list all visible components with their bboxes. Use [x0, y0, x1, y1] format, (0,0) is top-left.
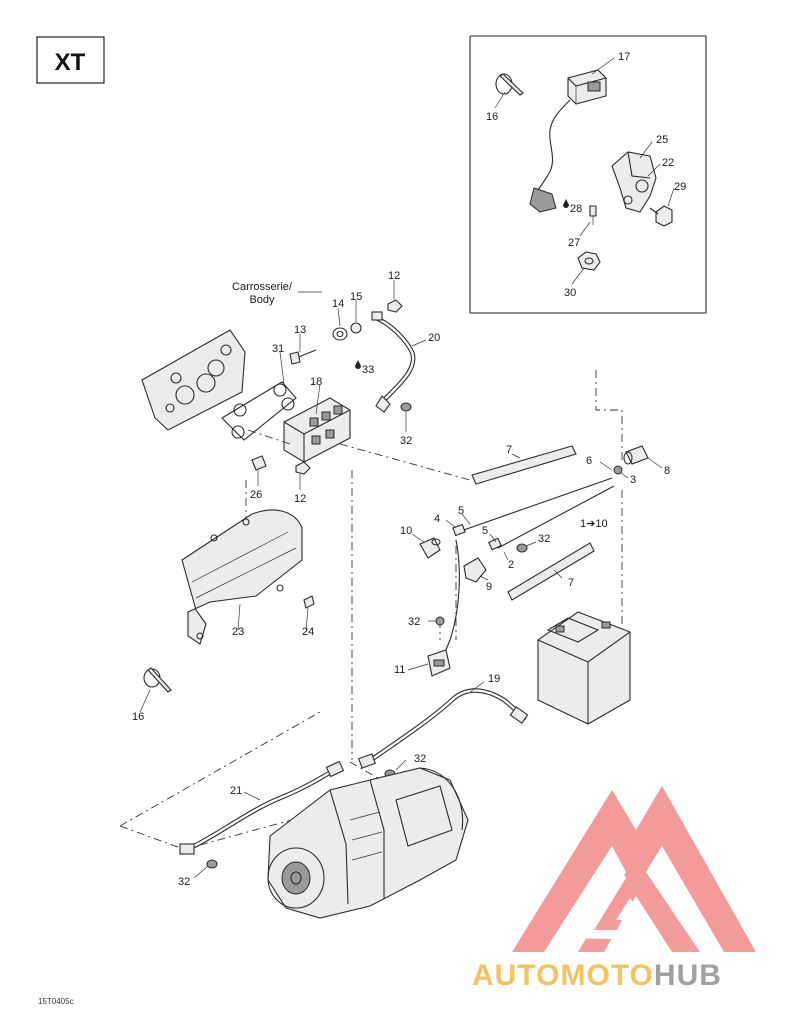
- callout-22: 22: [662, 157, 674, 169]
- nut-32-top: [400, 402, 412, 412]
- connector-10: [419, 537, 441, 559]
- relay-block: [283, 397, 351, 463]
- callout-7-top: 7: [506, 444, 512, 456]
- callout-28: 28: [570, 203, 582, 215]
- mounting-plate: [141, 329, 246, 431]
- connector-8: [623, 445, 649, 465]
- body-label-en: Body: [249, 294, 275, 306]
- frame-gasket: [221, 381, 297, 441]
- callout-3: 3: [630, 474, 636, 486]
- watermark-triangle-icon: [512, 786, 756, 952]
- callout-15: 15: [350, 291, 362, 303]
- watermark-hub: HUB: [654, 959, 722, 992]
- callout-25: 25: [656, 134, 668, 146]
- watermark-moto: MOTO: [560, 959, 653, 992]
- detail-inset: [469, 35, 707, 314]
- callout-30: 30: [564, 287, 576, 299]
- callout-16-inset: 16: [486, 111, 498, 123]
- callout-5-b: 5: [482, 525, 488, 537]
- callout-1-10: 1➔10: [580, 518, 608, 530]
- cable-21: [179, 760, 345, 855]
- bolt-13: [289, 349, 317, 365]
- nut-12-lower: [295, 461, 311, 475]
- callout-21: 21: [230, 785, 242, 797]
- battery: [537, 611, 631, 725]
- callout-17: 17: [618, 51, 630, 63]
- cable-assembly-6: [452, 465, 623, 551]
- callout-19: 19: [488, 673, 500, 685]
- callout-20: 20: [428, 332, 440, 344]
- watermark-logo: [512, 786, 756, 952]
- nut-32-bottom: [206, 859, 218, 869]
- switch-part: [529, 69, 607, 213]
- connector-9: [463, 557, 487, 583]
- callout-23: 23: [232, 626, 244, 638]
- callouts: 17 16 25 22 29 28 27 30 12 14 15 13 20 3…: [132, 51, 686, 888]
- callout-16-lower: 16: [132, 711, 144, 723]
- cable-tie-part: [495, 73, 524, 96]
- callout-12-top: 12: [388, 270, 400, 282]
- callout-5-a: 5: [458, 505, 464, 517]
- washer-15: [350, 322, 362, 334]
- small-screw-part: [589, 205, 597, 225]
- callout-10: 10: [400, 525, 412, 537]
- drop-icon-28: [563, 199, 569, 208]
- callout-8: 8: [664, 465, 670, 477]
- watermark-text: AUTOMOTOHUB: [472, 959, 722, 992]
- body-label-fr: Carrosserie/: [232, 281, 293, 293]
- cable-19: [358, 688, 529, 769]
- callout-7-lower: 7: [568, 577, 574, 589]
- nut-32-mid: [516, 543, 528, 553]
- callout-4: 4: [434, 513, 440, 525]
- callout-2: 2: [508, 559, 514, 571]
- callout-32-cable11: 32: [408, 616, 420, 628]
- figure-code: 15T0405c: [38, 997, 74, 1006]
- callout-12-lower: 12: [294, 493, 306, 505]
- watermark-auto: AUTO: [472, 959, 560, 992]
- callout-29: 29: [674, 181, 686, 193]
- model-badge: XT: [36, 36, 105, 84]
- cable-tie-lower: [143, 667, 172, 693]
- nut-12-top: [387, 299, 403, 313]
- callout-32-mid: 32: [538, 533, 550, 545]
- clip-24: [303, 595, 315, 609]
- drop-icon-33: [355, 360, 361, 369]
- leader-lines: [139, 57, 675, 879]
- model-badge-text: XT: [55, 49, 86, 76]
- callout-26: 26: [250, 489, 262, 501]
- winch: [267, 767, 469, 919]
- callout-24: 24: [302, 626, 314, 638]
- callout-32-bottom: 32: [178, 876, 190, 888]
- callout-9: 9: [486, 581, 492, 593]
- callout-32-lower: 32: [414, 753, 426, 765]
- callout-27: 27: [568, 237, 580, 249]
- bracket-part: [611, 151, 657, 213]
- nut-32-cable11: [435, 616, 445, 626]
- cable-20: [371, 311, 416, 413]
- callout-6: 6: [586, 455, 592, 467]
- cover-23: [181, 509, 303, 645]
- cap-26: [251, 455, 267, 471]
- callout-31: 31: [272, 343, 284, 355]
- callout-14: 14: [332, 298, 344, 310]
- bolt-part: [649, 205, 673, 227]
- callout-32-top: 32: [400, 435, 412, 447]
- cable-11: [427, 539, 460, 677]
- callout-11: 11: [394, 664, 405, 676]
- callout-18: 18: [310, 376, 322, 388]
- nut-part: [577, 251, 601, 271]
- washer-14: [332, 327, 348, 341]
- callout-13: 13: [294, 324, 306, 336]
- sleeve-7-top: [471, 445, 577, 485]
- callout-33: 33: [362, 364, 374, 376]
- sleeve-7-lower: [507, 542, 595, 601]
